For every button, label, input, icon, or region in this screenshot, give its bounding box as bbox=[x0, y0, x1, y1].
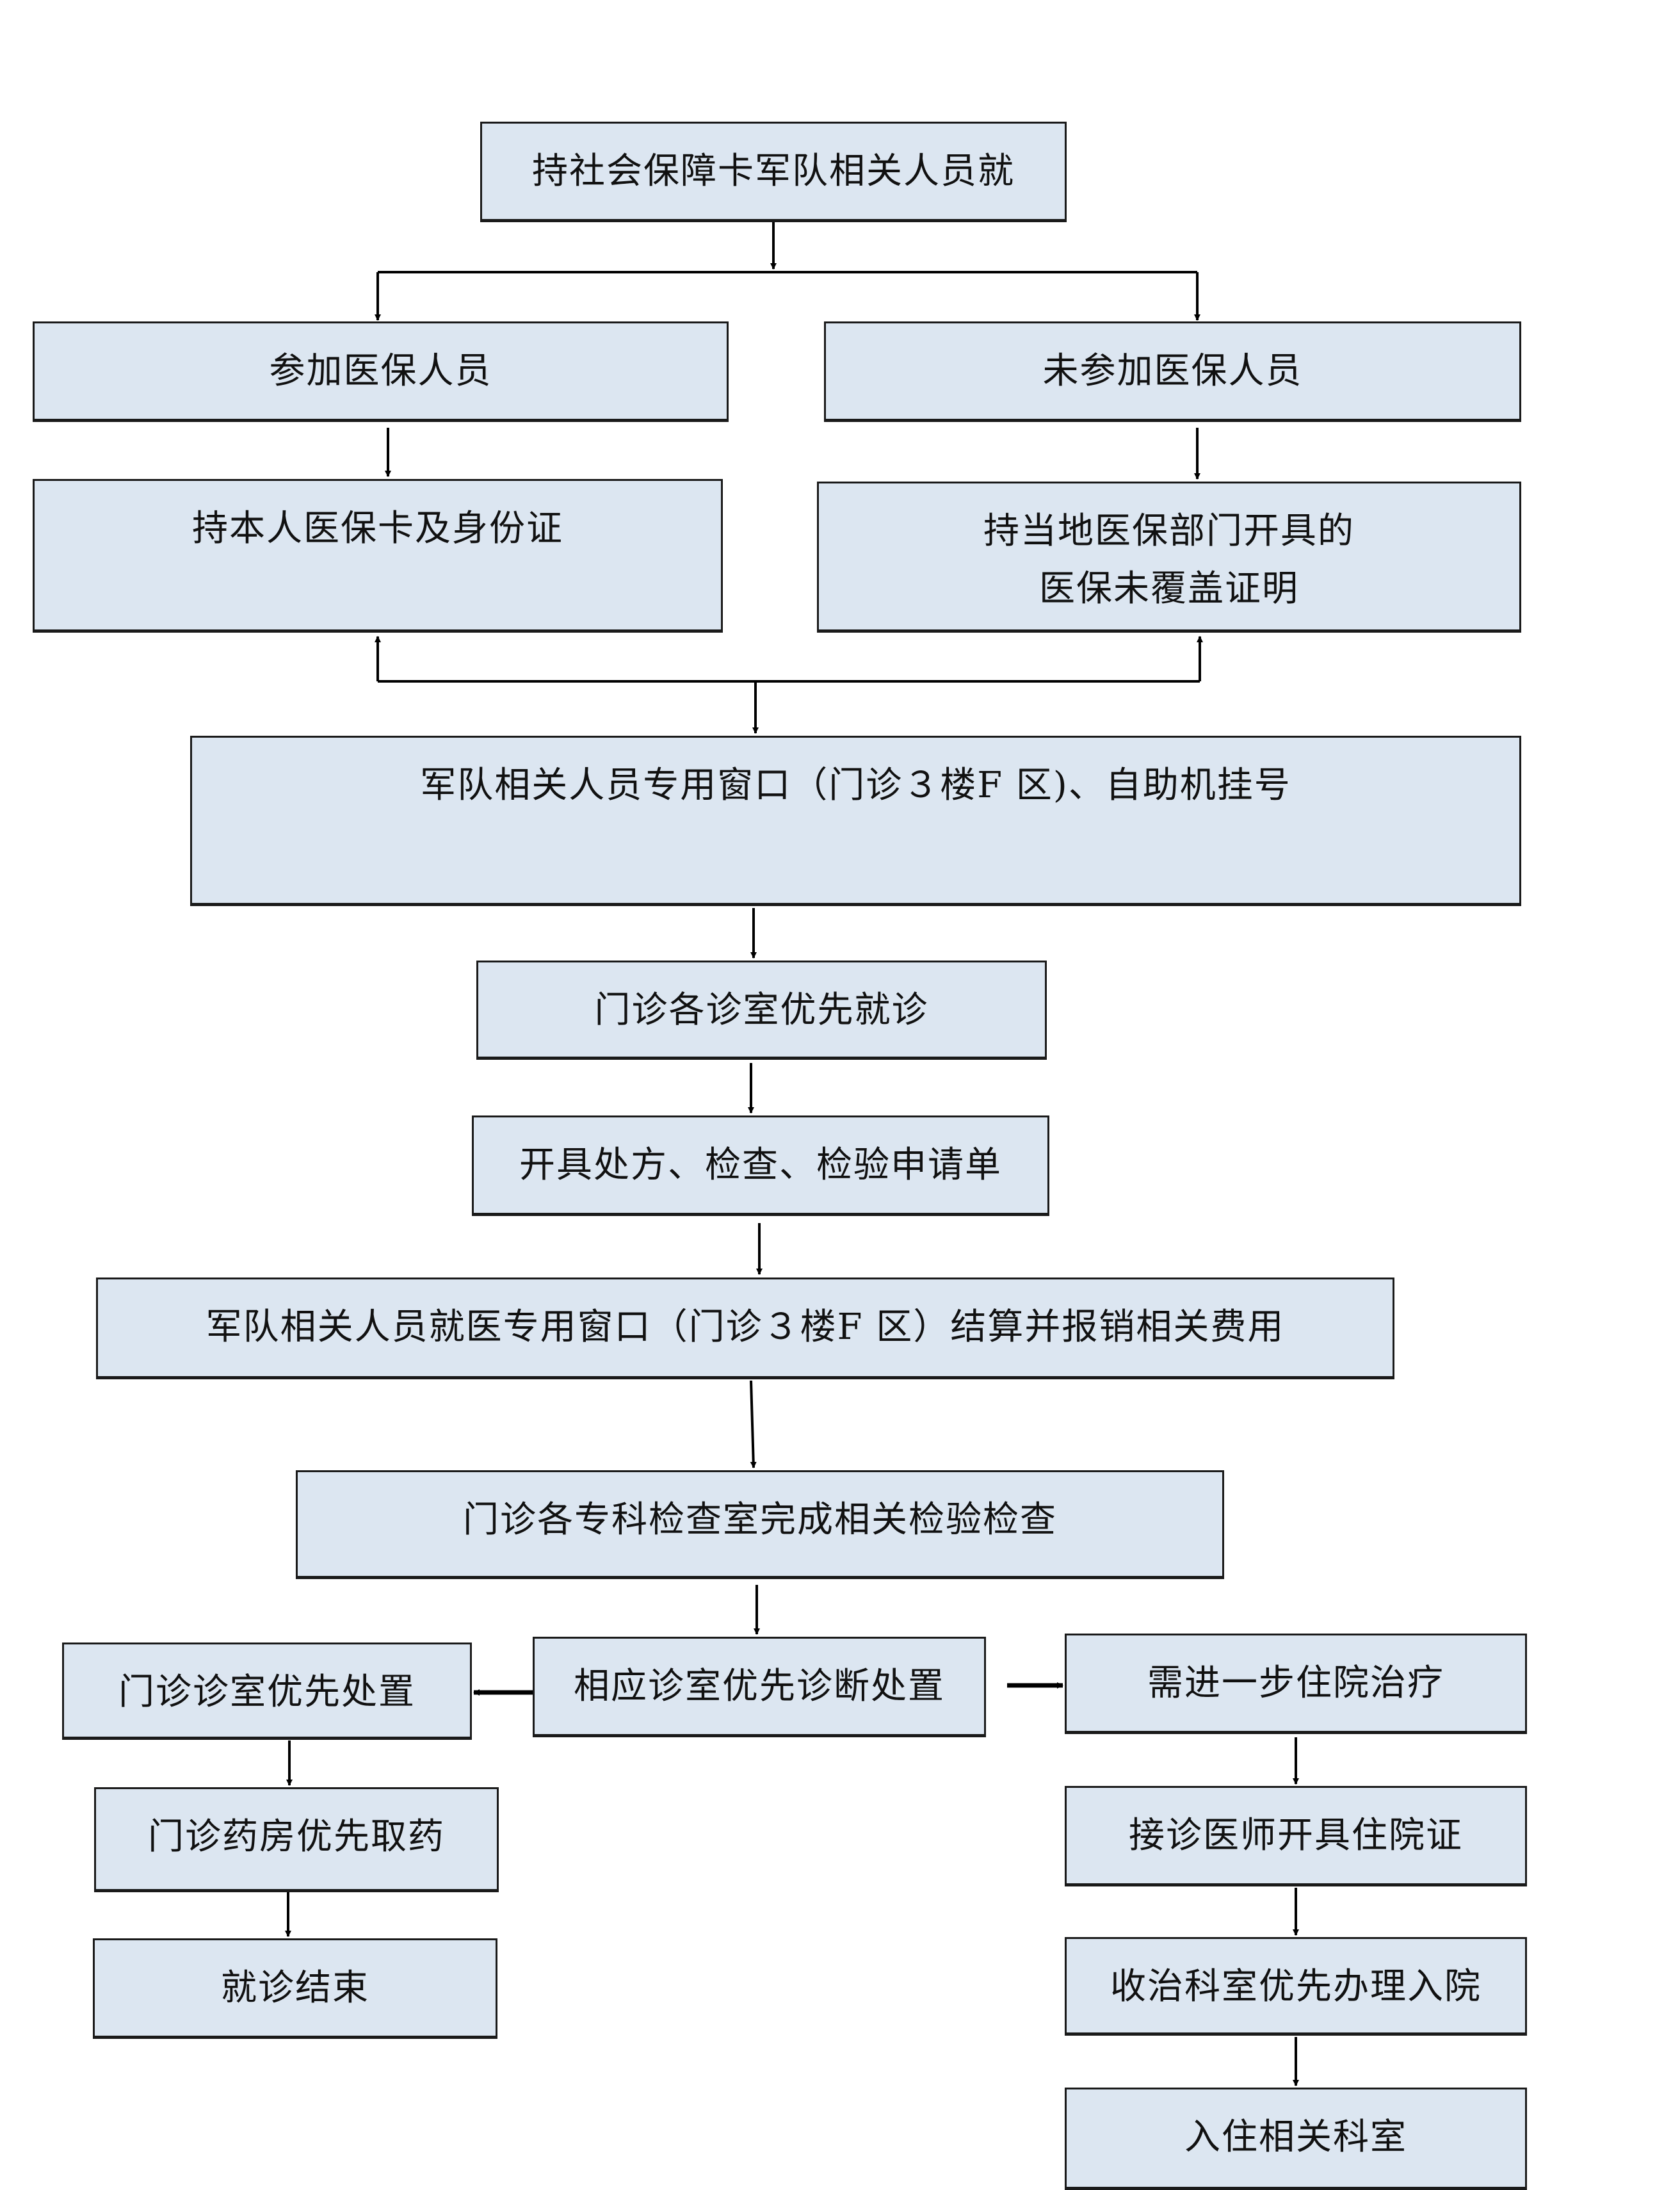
node-uninsured: 未参加医保人员 bbox=[824, 321, 1521, 422]
node-label: 门诊各诊室优先就诊 bbox=[594, 989, 929, 1031]
node-label: 入住相关科室 bbox=[1184, 2116, 1407, 2158]
node-priority-visit: 门诊各诊室优先就诊 bbox=[476, 961, 1047, 1060]
node-label: 门诊药房优先取药 bbox=[148, 1816, 445, 1858]
node-uninsured-docs: 持当地医保部门开具的医保未覆盖证明 bbox=[817, 482, 1521, 633]
node-label: 开具处方、检查、检验申请单 bbox=[519, 1144, 1002, 1186]
node-admission-cert: 接诊医师开具住院证 bbox=[1065, 1786, 1527, 1886]
node-label: 相应诊室优先诊断处置 bbox=[574, 1666, 945, 1707]
node-hospitalization-needed: 需进一步住院治疗 bbox=[1065, 1634, 1527, 1734]
node-settlement: 军队相关人员就医专用窗口（门诊３楼F 区）结算并报销相关费用 bbox=[96, 1278, 1394, 1379]
node-admission: 收治科室优先办理入院 bbox=[1065, 1937, 1527, 2036]
node-insured-docs: 持本人医保卡及身份证 bbox=[33, 479, 723, 633]
node-label: 医保未覆盖证明 bbox=[1039, 568, 1299, 610]
node-label: 接诊医师开具住院证 bbox=[1129, 1815, 1463, 1856]
node-label: 就诊结束 bbox=[221, 1967, 369, 2009]
node-pharmacy: 门诊药房优先取药 bbox=[94, 1787, 499, 1892]
node-label: 未参加医保人员 bbox=[1042, 350, 1303, 392]
node-label: 持当地医保部门开具的 bbox=[983, 510, 1355, 552]
node-label: 军队相关人员专用窗口（门诊３楼F 区)、自助机挂号 bbox=[420, 765, 1291, 806]
node-prescriptions: 开具处方、检查、检验申请单 bbox=[472, 1115, 1049, 1216]
node-label: 门诊各专科检查室完成相关检验检查 bbox=[463, 1499, 1057, 1541]
node-ward: 入住相关科室 bbox=[1065, 2088, 1527, 2190]
node-label: 军队相关人员就医专用窗口（门诊３楼F 区）结算并报销相关费用 bbox=[206, 1306, 1285, 1348]
node-start: 持社会保障卡军队相关人员就 bbox=[480, 122, 1067, 222]
node-label: 持社会保障卡军队相关人员就 bbox=[532, 150, 1015, 192]
node-label: 参加医保人员 bbox=[269, 350, 492, 392]
node-insured: 参加医保人员 bbox=[33, 321, 729, 422]
node-label: 收治科室优先办理入院 bbox=[1110, 1966, 1482, 2008]
node-registration: 军队相关人员专用窗口（门诊３楼F 区)、自助机挂号 bbox=[190, 736, 1521, 906]
node-visit-end: 就诊结束 bbox=[93, 1938, 497, 2039]
node-outpatient-treatment: 门诊诊室优先处置 bbox=[62, 1642, 472, 1740]
arrow bbox=[750, 1380, 757, 1468]
node-exams: 门诊各专科检查室完成相关检验检查 bbox=[296, 1470, 1224, 1579]
node-label: 持本人医保卡及身份证 bbox=[192, 508, 563, 549]
node-label: 需进一步住院治疗 bbox=[1147, 1662, 1444, 1704]
node-diagnosis: 相应诊室优先诊断处置 bbox=[533, 1637, 986, 1737]
node-label: 门诊诊室优先处置 bbox=[118, 1671, 416, 1713]
